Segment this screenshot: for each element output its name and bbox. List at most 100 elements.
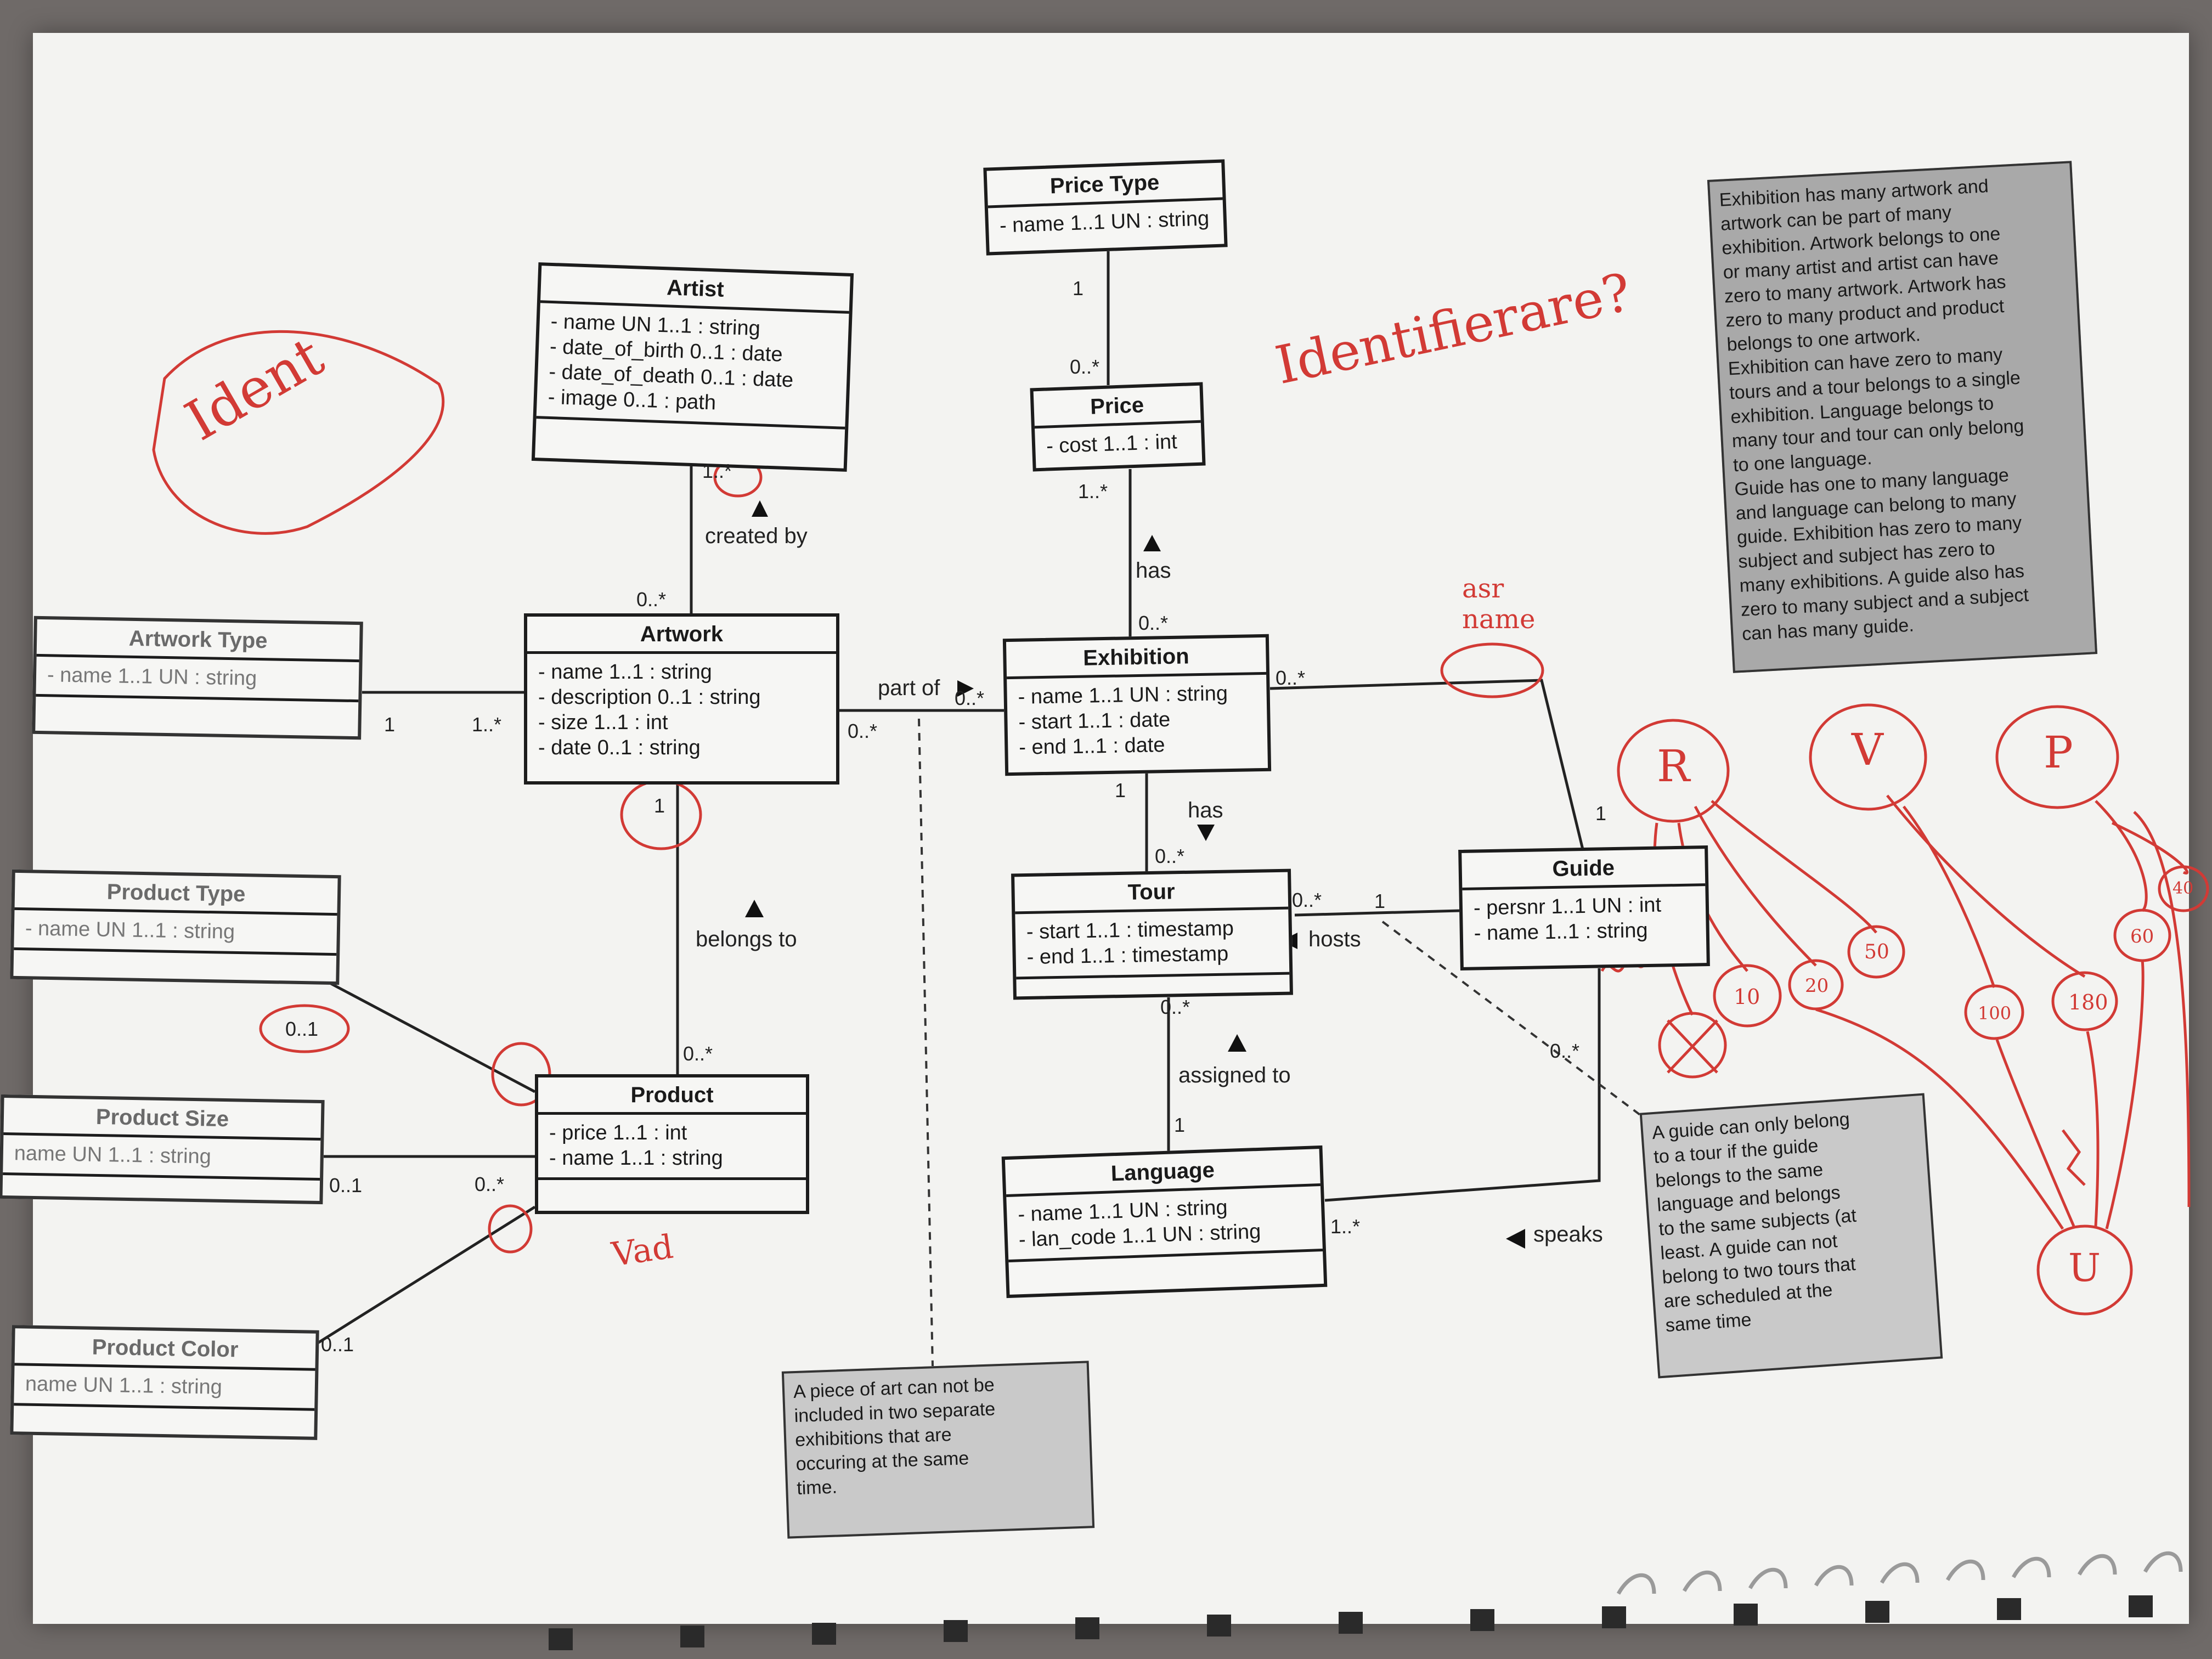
arrow-has-tour — [1197, 825, 1215, 841]
mult-tour-language-bottom: 1 — [1174, 1114, 1186, 1136]
spiral-loop — [2011, 1556, 2051, 1578]
spiral-loop — [2077, 1554, 2117, 1576]
pen-circle-01 — [259, 1004, 350, 1053]
binding-hole — [944, 1620, 968, 1642]
assoc-created-by: created by — [705, 524, 808, 548]
class-artwork: Artwork - name 1..1 : string - descripti… — [524, 613, 839, 785]
binding-hole — [549, 1628, 573, 1650]
mult-exhibition-guide-side: 0..* — [1276, 667, 1306, 689]
mult-producttype-side: 0..1 — [285, 1018, 319, 1040]
spiral-loop — [1814, 1565, 1854, 1587]
binding-hole — [1470, 1609, 1494, 1631]
mult-exhibition-artwork-side: 0..* — [955, 687, 985, 709]
mult-price-exhibition-top: 1..* — [1078, 480, 1108, 503]
pen-circle-10 — [1713, 964, 1782, 1028]
mult-guide-note-side: 0..* — [1550, 1040, 1580, 1062]
pen-circle-50 — [1847, 925, 1905, 979]
class-product-name: Product — [538, 1077, 806, 1115]
mult-language-guide-side: 1..* — [1330, 1215, 1361, 1238]
pen-link-v2 — [1903, 805, 1996, 988]
assoc-has-tour: has — [1188, 798, 1223, 822]
mult-exhibition-tour-top: 1 — [1115, 779, 1126, 802]
pen-180: 180 — [2068, 990, 2108, 1014]
assoc-speaks: speaks — [1533, 1222, 1603, 1246]
pen-link-u1 — [1815, 1008, 2064, 1230]
arrow-created-by — [752, 500, 768, 517]
pen-scribble — [2062, 1129, 2086, 1186]
binding-hole — [812, 1623, 836, 1645]
spiral-loop — [1682, 1570, 1722, 1592]
pen-60: 60 — [2130, 926, 2154, 947]
pen-v: V — [1852, 724, 1883, 775]
pen-asr-name: asr name — [1462, 573, 1536, 635]
mult-artwork-artist-side: 0..* — [636, 588, 667, 611]
pen-u: U — [2068, 1245, 2101, 1290]
class-product-ops — [538, 1177, 806, 1192]
line-language-guide — [1324, 968, 1601, 1202]
pen-link-p2 — [2111, 821, 2189, 874]
pen-50: 50 — [1864, 941, 1889, 963]
pen-20: 20 — [1805, 975, 1829, 997]
assoc-hosts: hosts — [1308, 927, 1361, 951]
class-artwork-name: Artwork — [527, 617, 836, 654]
pen-100: 100 — [1978, 1003, 2012, 1024]
spiral-loop — [1880, 1562, 1920, 1584]
attr-artwork-name: - name 1..1 : string — [538, 661, 712, 684]
pen-link-v1 — [1886, 794, 2086, 978]
line-productcolor-product — [306, 1205, 536, 1351]
attr-artwork-size: - size 1..1 : int — [538, 711, 668, 734]
pen-cross-b — [1667, 1019, 1718, 1074]
binding-hole — [1602, 1606, 1626, 1628]
mult-pricetype-price-bottom: 0..* — [1070, 356, 1100, 378]
pen-ident-blob — [152, 330, 445, 535]
arrow-assigned-to — [1228, 1034, 1246, 1052]
pen-circle-color — [488, 1204, 533, 1254]
attr-artwork-description: - description 0..1 : string — [538, 686, 761, 709]
pen-10: 10 — [1734, 985, 1760, 1009]
binding-hole — [1997, 1598, 2021, 1620]
assoc-assigned-to: assigned to — [1178, 1063, 1291, 1087]
pen-circle-180 — [2051, 971, 2118, 1031]
binding-hole — [680, 1626, 704, 1647]
spiral-loop — [1616, 1573, 1656, 1595]
arrow-has-price — [1143, 535, 1161, 551]
binding-hole — [1339, 1612, 1363, 1634]
mult-artwork-product-top: 1 — [654, 794, 665, 817]
mult-tour-guide-side: 0..* — [1292, 889, 1322, 911]
mult-price-exhibition-bottom: 0..* — [1138, 612, 1169, 634]
pen-40: 40 — [2172, 879, 2194, 898]
mult-product-size-side: 0..* — [475, 1173, 505, 1195]
pen-circle-p — [1995, 705, 2119, 809]
assoc-part-of: part of — [878, 676, 940, 700]
pen-circle-u — [2036, 1224, 2133, 1316]
pen-r: R — [1657, 741, 1690, 792]
pen-link-u2 — [1995, 1039, 2075, 1227]
pen-link-p1 — [2095, 800, 2148, 912]
attr-product-price: - price 1..1 : int — [549, 1121, 687, 1144]
mult-productsize-side: 0..1 — [329, 1174, 363, 1197]
attr-artwork-date: - date 0..1 : string — [538, 736, 701, 759]
pen-link-r2 — [1711, 800, 1877, 934]
pen-circle-20 — [1788, 959, 1844, 1011]
arrow-speaks — [1506, 1229, 1525, 1249]
mult-productcolor-side: 0..1 — [321, 1333, 354, 1356]
binding-hole — [2129, 1595, 2153, 1617]
pen-link-u3 — [2086, 1031, 2100, 1227]
attr-product-name: - name 1..1 : string — [549, 1147, 723, 1170]
class-artwork-attrs: - name 1..1 : string - description 0..1 … — [527, 654, 836, 767]
dashed-note-guide — [1381, 921, 1647, 1120]
spiral-loop — [1945, 1559, 1985, 1581]
mult-pricetype-price-top: 1 — [1073, 277, 1084, 300]
mult-artwork-product-bottom: 0..* — [683, 1042, 713, 1065]
mult-tour-language-top: 0..* — [1160, 996, 1190, 1018]
line-producttype-product — [306, 969, 536, 1093]
arrow-part-of — [957, 680, 974, 697]
pen-arc-right — [2133, 811, 2191, 1207]
mult-artwork-exhibition-side: 0..* — [848, 720, 878, 742]
mult-artworktype-side: 1 — [384, 713, 396, 736]
mult-guide-tour-side: 1 — [1374, 890, 1386, 912]
pen-circle-asr — [1440, 642, 1544, 698]
pen-circle-v — [1809, 703, 1927, 811]
